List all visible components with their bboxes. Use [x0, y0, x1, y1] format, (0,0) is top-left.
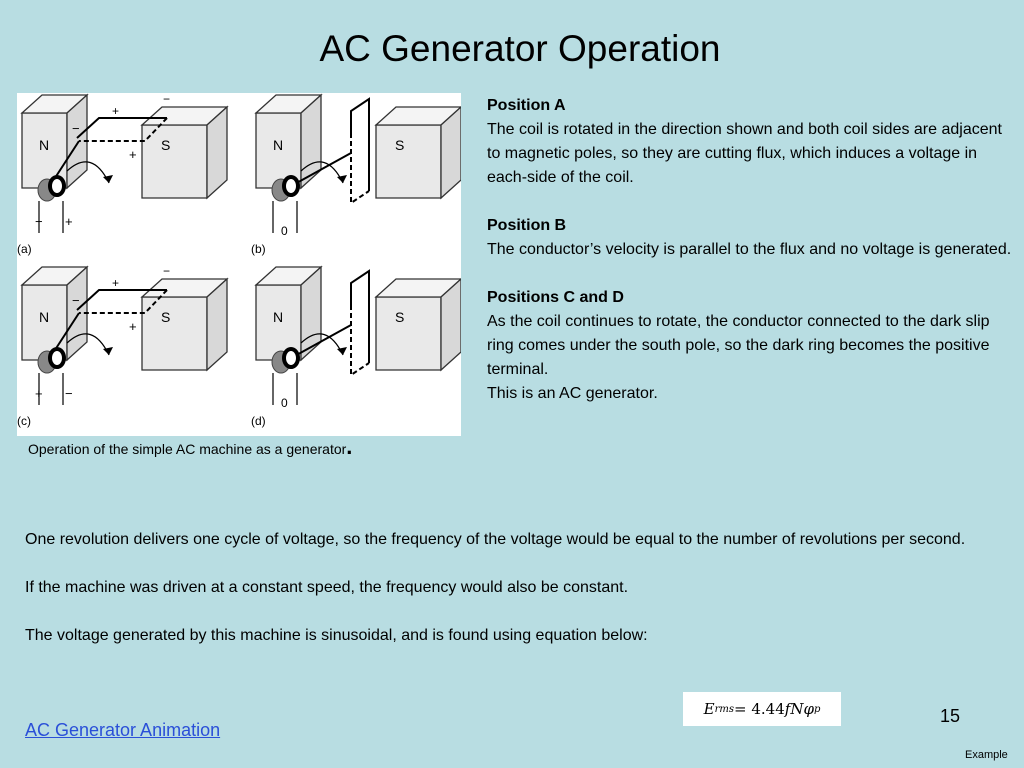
figure-caption: Operation of the simple AC machine as a …: [28, 436, 352, 458]
bottom-left-sign: −: [35, 214, 43, 229]
eq-f: f: [784, 700, 791, 718]
position-cd-section: Positions C and D As the coil continues …: [487, 286, 1017, 406]
eq-e: E: [703, 700, 715, 718]
position-cd-conclusion: This is an AC generator.: [487, 385, 658, 402]
ac-generator-animation-link[interactable]: AC Generator Animation: [25, 720, 221, 740]
page-number: 15: [940, 706, 961, 726]
mid-sign-2: +: [129, 147, 137, 162]
panel-4: N S 0 (d): [251, 265, 461, 428]
panel-label: (c): [17, 414, 31, 428]
slide-title: AC Generator Operation: [319, 28, 721, 69]
south-pole-label: S: [395, 309, 404, 325]
top-sign-1: +: [112, 104, 119, 118]
figure-caption-text: Operation of the simple AC machine as a …: [28, 441, 347, 457]
coil-lead: [292, 152, 352, 186]
north-pole-label: N: [39, 137, 49, 153]
south-magnet-front: [375, 124, 442, 199]
bottom-right-sign: −: [65, 386, 73, 401]
coil-back: [350, 133, 370, 205]
zero-voltage-label: 0: [281, 396, 288, 410]
coil-back: [79, 117, 168, 142]
south-magnet-front: [141, 296, 208, 371]
coil-lead: [292, 324, 352, 358]
position-a-section: Position A The coil is rotated in the di…: [487, 94, 1017, 190]
bottom-right-sign: +: [65, 214, 73, 229]
position-cd-heading: Positions C and D: [487, 289, 624, 306]
south-magnet-side: [206, 105, 228, 200]
coil-front: [350, 97, 370, 191]
position-a-heading: Position A: [487, 97, 566, 114]
generator-diagram: N S − + + − − + (a) N S 0 (b) N S + − + − − + (c) N S 0 (d): [17, 93, 461, 428]
south-magnet-side: [206, 277, 228, 372]
body-text: One revolution delivers one cycle of vol…: [25, 528, 1000, 672]
position-b-text: The conductor’s velocity is parallel to …: [487, 241, 1012, 258]
body-paragraph-2: If the machine was driven at a constant …: [25, 579, 629, 596]
footer-note: Example: [965, 749, 1008, 761]
position-cd-text: As the coil continues to rotate, the con…: [487, 313, 990, 378]
north-pole-label: N: [39, 309, 49, 325]
slip-ring-dark: [282, 347, 300, 369]
rotation-arrowhead: [337, 347, 347, 355]
south-magnet-front: [141, 124, 208, 199]
mid-sign-1: −: [72, 121, 80, 136]
slip-ring-dark: [48, 175, 66, 197]
coil-lead: [52, 140, 80, 182]
mid-sign-1: −: [72, 293, 80, 308]
south-magnet-side: [440, 278, 461, 372]
position-b-section: Position B The conductor’s velocity is p…: [487, 214, 1017, 262]
panel-label: (a): [17, 242, 32, 256]
top-sign-1: +: [112, 276, 119, 290]
south-magnet-side: [440, 106, 461, 200]
rotation-arrowhead: [337, 175, 347, 183]
position-descriptions: Position A The coil is rotated in the di…: [487, 94, 1017, 406]
mid-sign-2: +: [129, 319, 137, 334]
north-magnet-side: [66, 265, 88, 362]
north-pole-label: N: [273, 309, 283, 325]
bottom-left-sign: +: [35, 386, 43, 401]
panel-2: N S 0 (b): [251, 93, 461, 256]
body-paragraph-1: One revolution delivers one cycle of vol…: [25, 531, 966, 548]
rotation-arrowhead: [103, 175, 113, 183]
south-pole-label: S: [161, 137, 170, 153]
south-pole-label: S: [395, 137, 404, 153]
eq-n: N: [790, 700, 804, 718]
generator-figure: N S − + + − − + (a) N S 0 (b) N S + − + − − + (c) N S 0 (d): [17, 93, 461, 436]
panel-3: N S + − + − − + (c): [17, 264, 229, 428]
coil-front: [350, 269, 370, 363]
south-magnet-top: [374, 106, 461, 126]
coil-top: [76, 117, 167, 139]
figure-caption-period: .: [346, 434, 353, 459]
body-paragraph-3: The voltage generated by this machine is…: [25, 627, 648, 644]
slip-ring-dark: [282, 175, 300, 197]
north-pole-label: N: [273, 137, 283, 153]
coil-back: [350, 305, 370, 377]
panel-label: (b): [251, 242, 266, 256]
eq-phi: φ: [803, 700, 814, 718]
south-magnet-front: [375, 296, 442, 371]
panel-label: (d): [251, 414, 266, 428]
panel-1: N S − + + − − + (a): [17, 93, 229, 256]
south-magnet-top: [374, 278, 461, 298]
eq-const: = 4.44: [734, 700, 785, 718]
slip-ring-dark: [48, 347, 66, 369]
south-pole-label: S: [161, 309, 170, 325]
position-a-text: The coil is rotated in the direction sho…: [487, 121, 1002, 186]
top-sign-2: −: [163, 93, 170, 106]
zero-voltage-label: 0: [281, 224, 288, 238]
rotation-arrowhead: [103, 347, 113, 355]
coil-top: [76, 289, 167, 311]
north-magnet-side: [66, 93, 88, 190]
eq-rms: rms: [714, 703, 734, 715]
top-sign-2: −: [163, 264, 170, 278]
eq-p: p: [813, 703, 821, 715]
position-b-heading: Position B: [487, 217, 567, 234]
coil-back: [79, 289, 168, 314]
coil-lead: [52, 312, 80, 354]
